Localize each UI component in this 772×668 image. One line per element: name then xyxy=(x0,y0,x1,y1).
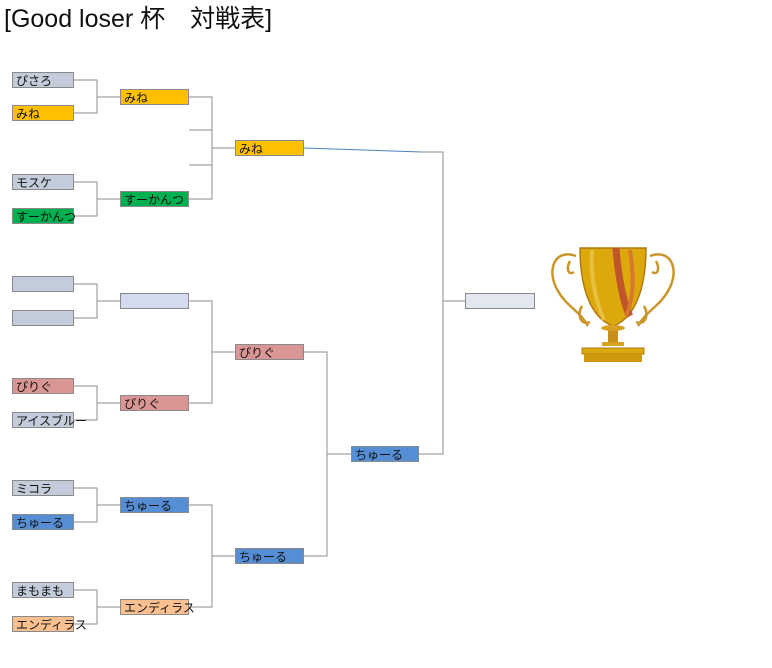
bracket-slot-r3[interactable]: ちゅーる xyxy=(235,548,304,564)
bracket-slot-r2[interactable]: ぴりぐ xyxy=(120,395,189,411)
bracket-slot-r1[interactable]: エンディラス xyxy=(12,616,87,632)
bracket-slot-r1[interactable]: アイスブルー xyxy=(12,412,87,428)
bracket-slot-r1[interactable] xyxy=(12,276,74,292)
bracket-slot-r2[interactable] xyxy=(120,293,189,309)
bracket-slot-r1[interactable]: すーかんつ xyxy=(12,208,76,224)
bracket-slot-r1[interactable]: まもまも xyxy=(12,582,74,598)
bracket-slot-r2[interactable]: すーかんつ xyxy=(120,191,189,207)
bracket-slot-r3[interactable]: ぴりぐ xyxy=(235,344,304,360)
bracket-slot-r3[interactable]: みね xyxy=(235,140,304,156)
bracket-slot-r2[interactable]: エンディラス xyxy=(120,599,195,615)
bracket-slot-r1[interactable]: ぴりぐ xyxy=(12,378,74,394)
bracket-slot-r2[interactable]: ちゅーる xyxy=(120,497,189,513)
bracket-slot-r1[interactable]: モスケ xyxy=(12,174,74,190)
page-title: [Good loser 杯 対戦表] xyxy=(4,5,273,33)
bracket-slot-r1[interactable]: ミコラ xyxy=(12,480,74,496)
bracket-slot-r2[interactable]: みね xyxy=(120,89,189,105)
bracket-slot-r4[interactable]: ちゅーる xyxy=(351,446,419,462)
winner-slot[interactable] xyxy=(465,293,535,309)
bracket-slot-r1[interactable]: みね xyxy=(12,105,74,121)
bracket-slot-r1[interactable] xyxy=(12,310,74,326)
bracket-slot-r1[interactable]: ぴさろ xyxy=(12,72,74,88)
bracket-slot-r1[interactable]: ちゅーる xyxy=(12,514,74,530)
trophy-icon xyxy=(546,236,682,376)
